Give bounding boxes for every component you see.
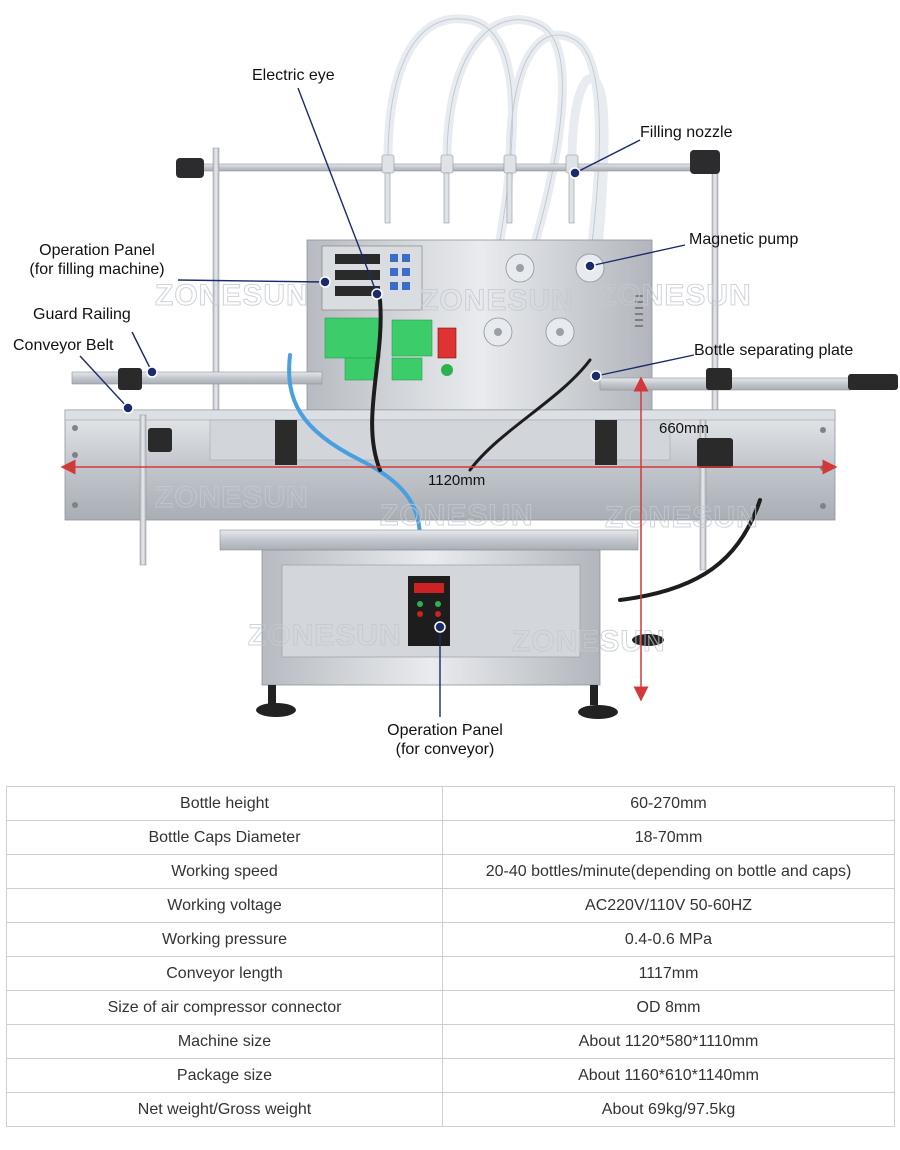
watermark-2: ZONESUN: [420, 284, 574, 317]
spec-key: Net weight/Gross weight: [6, 1092, 443, 1127]
spec-value: OD 8mm: [442, 990, 895, 1025]
watermark-6: ZONESUN: [605, 501, 759, 534]
watermark-1: ZONESUN: [155, 279, 309, 312]
height-dimension: 660mm: [659, 420, 709, 437]
spec-key: Working voltage: [6, 888, 443, 923]
label-op-panel-filling-1: Operation Panel: [39, 242, 155, 259]
spec-value: 60-270mm: [442, 786, 895, 821]
spec-value: 18-70mm: [442, 820, 895, 855]
callouts: [79, 87, 695, 717]
spec-key: Bottle Caps Diameter: [6, 820, 443, 855]
watermark-3: ZONESUN: [598, 279, 752, 312]
spec-value: 20-40 bottles/minute(depending on bottle…: [442, 854, 895, 889]
spec-value: About 1120*580*1110mm: [442, 1024, 895, 1059]
width-dimension: 1120mm: [428, 472, 485, 489]
spec-key: Package size: [6, 1058, 443, 1093]
label-filling-nozzle: Filling nozzle: [640, 124, 733, 141]
watermark-7: ZONESUN: [248, 619, 402, 652]
spec-key: Machine size: [6, 1024, 443, 1059]
spec-key: Bottle height: [6, 786, 443, 821]
filling-cabinet: [306, 239, 653, 411]
spec-value: About 69kg/97.5kg: [442, 1092, 895, 1127]
machine-illustration: ZONESUN ZONESUN ZONESUN ZONESUN ZONESUN …: [13, 14, 898, 758]
guard-railings: [71, 368, 898, 391]
watermark-4: ZONESUN: [155, 481, 309, 514]
dimension-lines: 1120mm 660mm: [60, 376, 838, 702]
spec-value: 0.4-0.6 MPa: [442, 922, 895, 957]
label-bottle-separating-plate: Bottle separating plate: [694, 342, 853, 359]
spec-key: Working pressure: [6, 922, 443, 957]
label-magnetic-pump: Magnetic pump: [689, 231, 798, 248]
spec-key: Working speed: [6, 854, 443, 889]
spec-key: Size of air compressor connector: [6, 990, 443, 1025]
label-op-panel-conveyor-2: (for conveyor): [396, 741, 495, 758]
label-op-panel-filling-2: (for filling machine): [29, 261, 164, 278]
spec-key: Conveyor length: [6, 956, 443, 991]
spec-value: 1117mm: [442, 956, 895, 991]
machine-diagram: ZONESUN ZONESUN ZONESUN ZONESUN ZONESUN …: [13, 14, 898, 758]
callout-dots: [122, 167, 602, 633]
label-guard-railing: Guard Railing: [33, 306, 131, 323]
label-electric-eye: Electric eye: [252, 67, 335, 84]
spec-value: AC220V/110V 50-60HZ: [442, 888, 895, 923]
label-conveyor-belt: Conveyor Belt: [13, 337, 114, 354]
watermarks: ZONESUN ZONESUN ZONESUN ZONESUN ZONESUN …: [155, 279, 759, 659]
label-op-panel-conveyor-1: Operation Panel: [387, 722, 503, 739]
watermark-8: ZONESUN: [512, 625, 666, 658]
spec-value: About 1160*610*1140mm: [442, 1058, 895, 1093]
base-cabinet: [219, 529, 664, 719]
watermark-5: ZONESUN: [380, 499, 534, 532]
